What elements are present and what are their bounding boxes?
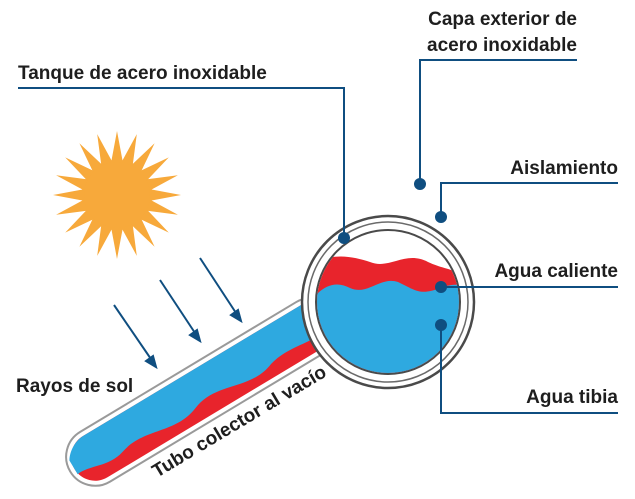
sun-ray-arrows: [113, 257, 243, 370]
label-aislamiento: Aislamiento: [510, 158, 618, 179]
sun-ray-arrow: [159, 279, 202, 344]
leader-line-tanque: [18, 87, 345, 238]
tube-warm-water: [69, 291, 340, 475]
leader-dot-aislamiento: [435, 211, 447, 223]
sun-disc: [84, 162, 150, 228]
leader-dot-agua-caliente: [435, 281, 447, 293]
leader-line-capa-exterior: [419, 59, 577, 183]
stainless-steel-tank: [300, 214, 476, 390]
leader-line-agua-tibia: [440, 325, 618, 414]
label-capa-exterior-line2: acero inoxidable: [427, 35, 577, 56]
leader-dot-capa-exterior: [414, 178, 426, 190]
labels: Capa exterior de acero inoxidable Tanque…: [16, 9, 618, 482]
sun-icon: [53, 131, 181, 259]
sun-ray-arrow: [199, 257, 243, 324]
sun-ray-arrow: [113, 304, 158, 370]
label-agua-caliente: Agua caliente: [494, 261, 618, 282]
label-tanque: Tanque de acero inoxidable: [18, 63, 267, 84]
leader-dot-agua-tibia: [435, 319, 447, 331]
leader-dot-tanque: [338, 232, 350, 244]
label-capa-exterior-line1: Capa exterior de: [428, 9, 577, 30]
leader-line-aislamiento: [440, 182, 618, 216]
vacuum-collector-tube: [65, 291, 342, 487]
label-agua-tibia: Agua tibia: [526, 387, 618, 408]
leader-lines: [18, 59, 618, 414]
label-rayos-de-sol: Rayos de sol: [16, 376, 133, 397]
